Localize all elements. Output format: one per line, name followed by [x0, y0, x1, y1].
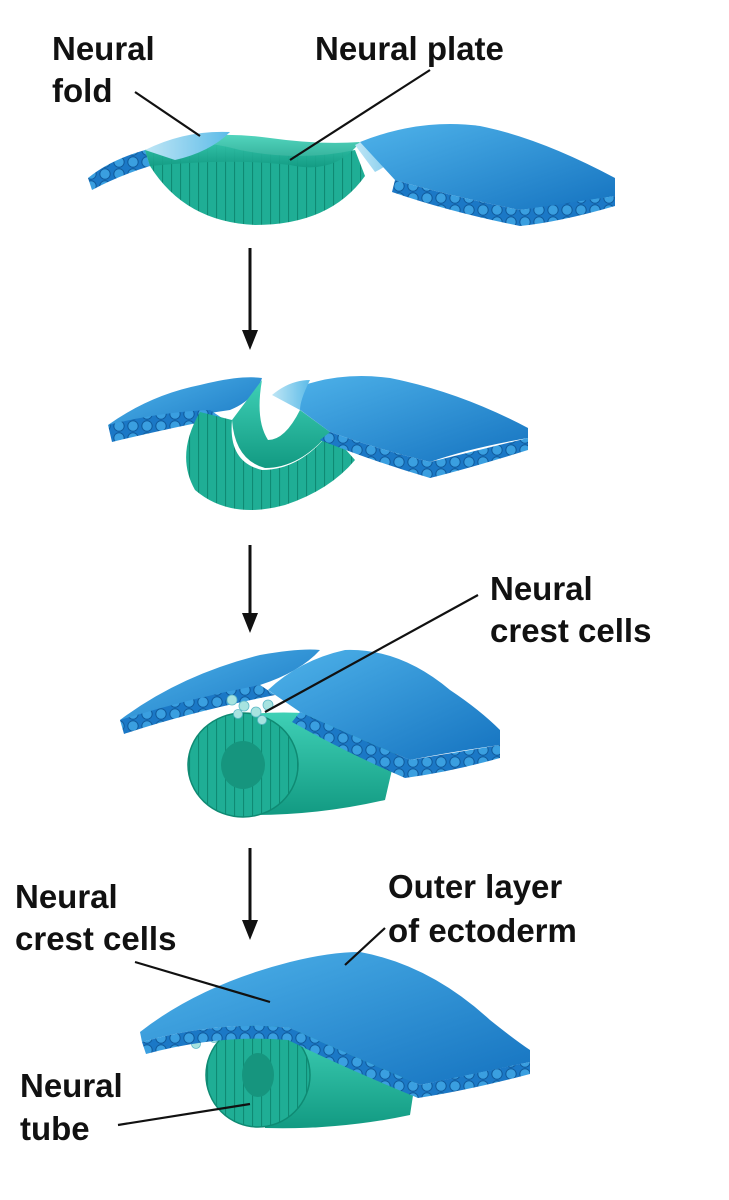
label-crest-cells-4: Neural crest cells — [15, 878, 271, 1004]
ectoderm-left-edge — [88, 150, 150, 190]
neural-fold-left — [145, 131, 230, 160]
stage-4-neural-tube — [140, 952, 530, 1129]
crest-cells-3-leader — [264, 594, 479, 713]
neural-tube-line2: tube — [20, 1110, 90, 1147]
neural-tube-leader — [117, 1102, 251, 1127]
ectoderm-right-fold — [280, 376, 528, 462]
stage-1-neural-plate — [88, 124, 615, 226]
neural-crest-cells-3 — [226, 694, 274, 725]
fold-tip-right — [272, 380, 310, 410]
neural-tube-lumen-3 — [221, 741, 265, 789]
outer-layer-line2: of ectoderm — [388, 912, 577, 949]
ectoderm-left-cells — [108, 410, 222, 442]
neural-fold-line2: fold — [52, 72, 112, 109]
crest-cells-4-line2: crest cells — [15, 920, 176, 957]
ectoderm-right-cells — [392, 180, 615, 226]
neural-plate-leader — [289, 69, 431, 161]
label-outer-layer: Outer layer of ectoderm — [344, 868, 577, 966]
label-crest-cells-3: Neural crest cells — [264, 570, 651, 713]
outer-ectoderm-sheet — [140, 952, 530, 1085]
arrow-1 — [242, 248, 258, 350]
neural-plate-text: Neural plate — [315, 30, 504, 67]
crest-cells-3-line2: crest cells — [490, 612, 651, 649]
neural-fold-leader — [134, 91, 201, 137]
neural-fold-line1: Neural — [52, 30, 155, 67]
label-neural-plate: Neural plate — [289, 30, 504, 161]
ectoderm-right-sheet — [360, 124, 615, 210]
stage-2-folding — [108, 376, 528, 510]
arrow-2 — [242, 545, 258, 633]
ectoderm-right-cells-2 — [320, 432, 528, 478]
neural-tube-line1: Neural — [20, 1067, 123, 1104]
neural-tube-lumen-4 — [242, 1053, 274, 1097]
outer-ectoderm-cells — [142, 1025, 530, 1098]
ectoderm-right-cells-3 — [292, 712, 500, 778]
outer-layer-line1: Outer layer — [388, 868, 562, 905]
arrow-3 — [242, 848, 258, 940]
label-neural-fold: Neural fold — [52, 30, 201, 137]
crest-cells-3-line1: Neural — [490, 570, 593, 607]
neural-groove-surface — [232, 380, 330, 468]
label-neural-tube: Neural tube — [20, 1067, 251, 1147]
crest-cells-4-line1: Neural — [15, 878, 118, 915]
stage-3-tube-forming — [120, 649, 500, 818]
outer-layer-leader — [344, 927, 386, 966]
neural-groove-cells — [186, 412, 355, 510]
crest-cells-4-leader — [134, 960, 271, 1004]
